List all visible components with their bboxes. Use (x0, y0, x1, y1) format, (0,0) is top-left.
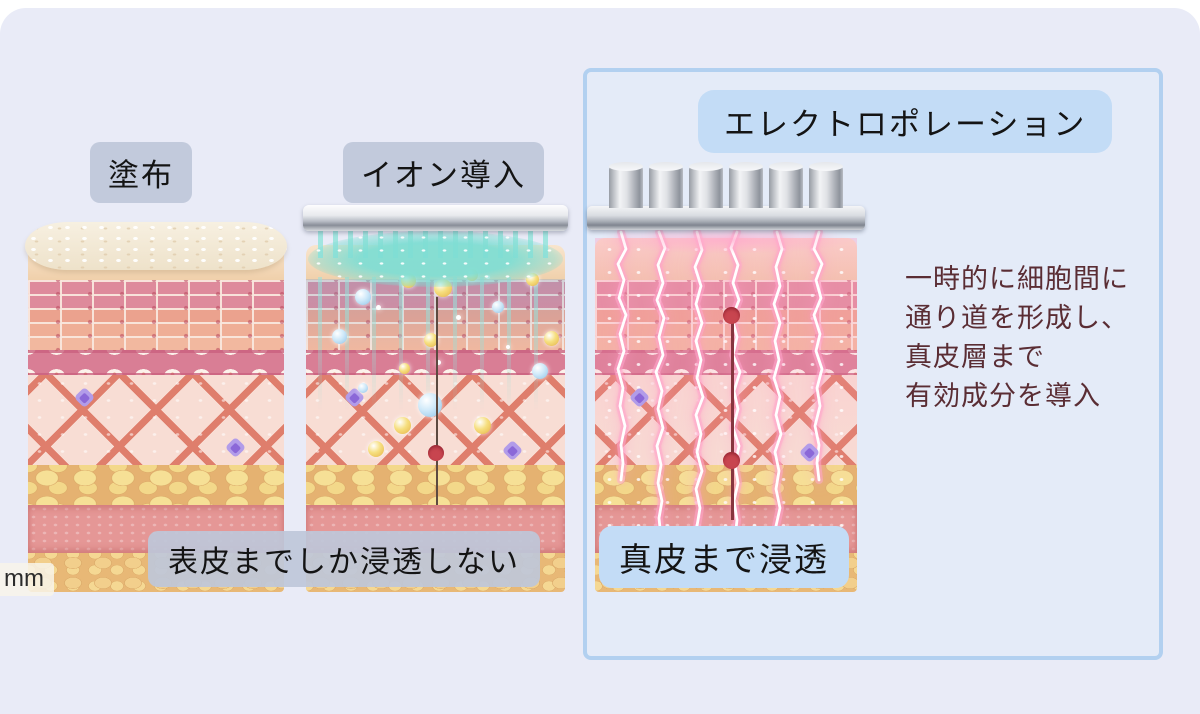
electrode-pin (649, 162, 683, 208)
caption-dermis-reach: 真皮まで浸透 (599, 526, 849, 588)
sparkle-dot-icon (506, 345, 510, 349)
sparkle-dot-icon (456, 315, 461, 320)
electrode-contact-glow (595, 226, 857, 254)
dermis-layer (28, 375, 284, 465)
ion-bead-icon (424, 333, 438, 347)
ion-bead-icon (474, 417, 491, 434)
ion-bead-icon (368, 441, 384, 457)
basal-membrane-layer (28, 350, 284, 375)
ion-bead-icon (358, 383, 368, 393)
ion-bead-icon (418, 393, 442, 417)
subcutaneous-fat-layer (28, 465, 284, 505)
ion-bead-icon (332, 329, 347, 344)
ion-bead-icon (399, 363, 410, 374)
depth-marker-dot (723, 452, 741, 469)
electrode-pin (609, 162, 643, 208)
electrode-pin (729, 162, 763, 208)
caption-epidermis-only: 表皮までしか浸透しない (148, 531, 540, 587)
depth-marker-dot (427, 445, 444, 461)
label-electroporation: エレクトロポレーション (698, 90, 1113, 153)
infographic-card: 塗布 イオン導入 エレクトロポレーション (0, 8, 1200, 714)
depth-indicator-line (731, 315, 734, 520)
electroporation-device-base (587, 206, 865, 230)
electrode-pin (809, 162, 843, 208)
label-iontophoresis: イオン導入 (343, 142, 544, 203)
sparkle-dot-icon (436, 360, 441, 365)
ion-bead-icon (394, 417, 411, 434)
ion-bead-icon (355, 289, 371, 305)
electrode-pin (689, 162, 723, 208)
electric-pulse-bolts (614, 228, 826, 568)
applied-cream-blob (25, 222, 287, 270)
depth-marker-dot (723, 307, 741, 324)
sparkle-dot-icon (376, 305, 381, 310)
scale-watermark: mm (0, 563, 54, 596)
electrode-pin (769, 162, 803, 208)
iontophoresis-glow (308, 231, 563, 287)
electroporation-description: 一時的に細胞間に 通り道を形成し、 真皮層まで 有効成分を導入 (905, 264, 1129, 411)
electroporation-electrode-head (603, 162, 849, 208)
ion-bead-icon (492, 301, 504, 313)
ion-bead-icon (532, 363, 548, 379)
ion-bead-icon (544, 331, 559, 346)
label-coating: 塗布 (90, 142, 192, 203)
depth-indicator-line (435, 297, 438, 505)
iontophoresis-device (303, 205, 568, 231)
epidermis-layer (28, 280, 284, 350)
